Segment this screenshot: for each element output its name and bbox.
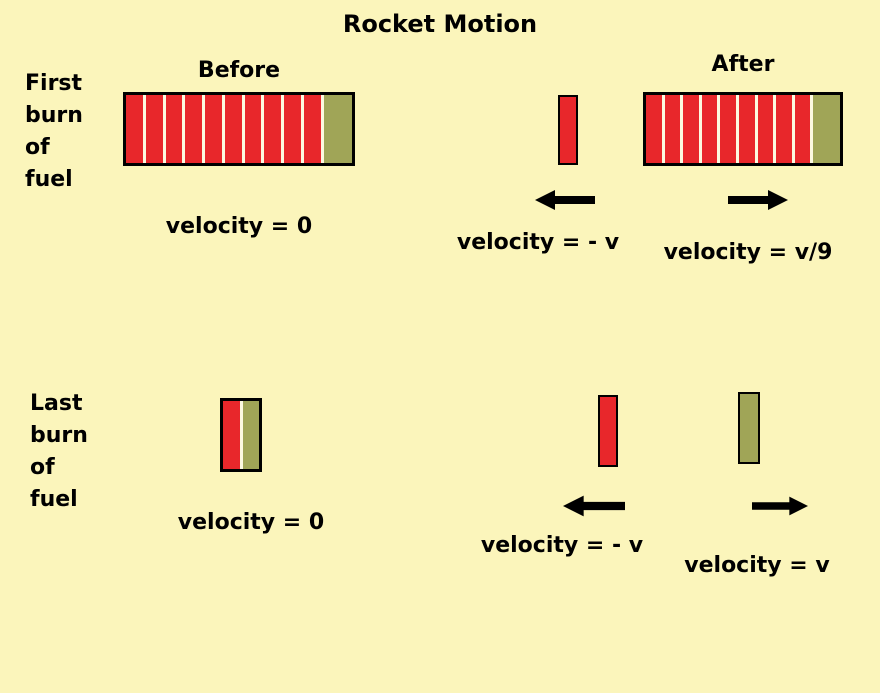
rocket-after-first-burn [643, 92, 843, 166]
velocity-label-after-first-burn: velocity = v/9 [663, 240, 833, 265]
fuel-segment [701, 95, 718, 163]
left-arrow-icon [535, 190, 595, 210]
fuel-segment [126, 95, 143, 163]
rocket-last-burn [220, 398, 262, 472]
fuel-segment [739, 95, 755, 163]
fuel-segment [757, 95, 774, 163]
fuel-segment [794, 95, 811, 163]
fuel-segment [284, 95, 301, 163]
right-arrow-icon [728, 190, 788, 210]
velocity-label-ejected-last-burn: velocity = - v [480, 533, 644, 558]
velocity-label-ejected-first-burn: velocity = - v [456, 230, 620, 255]
before-column-label: Before [197, 58, 281, 83]
fuel-segment [145, 95, 163, 163]
payload-segment [323, 95, 352, 163]
payload-segment [242, 401, 259, 469]
rocket-before-first-burn [123, 92, 355, 166]
fuel-segment [185, 95, 202, 163]
left-arrow-icon [563, 495, 625, 517]
right-arrow-icon [752, 496, 808, 516]
fuel-segment [224, 95, 242, 163]
fuel-segment [244, 95, 262, 163]
first-burn-row-label: First burn of fuel [25, 71, 83, 192]
fuel-segment [720, 95, 737, 163]
diagram-title: Rocket Motion [342, 10, 538, 38]
velocity-label-before-last-burn: velocity = 0 [177, 510, 325, 535]
fuel-segment [683, 95, 699, 163]
fuel-segment [165, 95, 183, 163]
ejected-fuel-bar-first-burn [558, 95, 578, 165]
fuel-segment [264, 95, 281, 163]
payload-segment [813, 95, 841, 163]
payload-bar-last-burn [738, 392, 760, 464]
fuel-segment [664, 95, 681, 163]
velocity-label-payload-last-burn: velocity = v [684, 553, 830, 578]
fuel-segment [223, 401, 240, 469]
after-column-label: After [711, 52, 775, 77]
fuel-segment [303, 95, 321, 163]
last-burn-row-label: Last burn of fuel [30, 391, 88, 512]
fuel-segment [776, 95, 792, 163]
ejected-fuel-bar-last-burn [598, 395, 618, 467]
fuel-segment [646, 95, 662, 163]
velocity-label-before-first-burn: velocity = 0 [165, 214, 313, 239]
fuel-segment [205, 95, 222, 163]
